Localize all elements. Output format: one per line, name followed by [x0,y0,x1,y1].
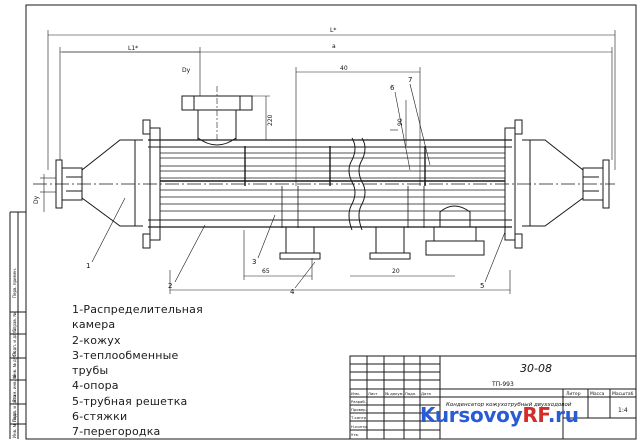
legend-line: 1-Распределительная [72,303,203,316]
legend-line: трубы [72,364,109,378]
tb-row-doc: № докум. [385,391,404,396]
leader-label-3: 3 [252,258,256,266]
dimension-lines [40,30,616,294]
sheet-frame [25,4,637,440]
parts-legend: 1-Распределительная камера 2-кожух 3-теп… [72,302,272,440]
break-line-left [348,137,356,231]
dim-overall-length: L* [330,27,336,34]
watermark-logo: KursovoyRF.ru [420,403,579,427]
tb-row-date: Дата [421,391,431,396]
dim-height-1: 220 [267,114,274,126]
tb-row-prover: Провер. [351,407,367,412]
dim-between: a [332,43,336,50]
distribution-chamber-left [55,139,143,227]
legend-line: 7-перегородка [72,425,161,439]
legend-line: 6-стяжки [72,410,128,424]
watermark-part1: Kursovoy [420,403,523,427]
tb-row-razrab: Разраб. [351,399,366,404]
strip-label-2: Справ. № [12,313,17,332]
leader-lines [91,83,506,289]
legend-line: 5-трубная решетка [72,394,188,408]
legend-line: камера [72,318,116,332]
strip-label-6: Подп. и дата [12,394,17,422]
strip-label-4: Инв. № дубл. [12,351,17,378]
condensate-drain [425,205,485,256]
dim-height-4: 20 [392,268,400,275]
drawing-scale: 1:4 [618,407,628,414]
sheet-mass-label: Масса [590,391,605,397]
watermark-part2: RF [522,403,548,427]
tube-sheet-left [149,127,161,241]
outlet-nozzle-middle [369,226,411,260]
drawing-title: Конденсатор кожухотрубный двухходовой [446,402,572,408]
tb-row-sign: Подп. [405,391,417,396]
break-line-right [358,137,366,231]
leader-label-6: 6 [390,84,395,92]
tb-row-izm: Изм. [351,391,360,396]
support-right [407,186,425,228]
drawing-designation: 30-08 [520,362,552,375]
tb-row-nkontr: Н.контр. [351,424,368,429]
legend-line: 2-кожух [72,333,121,347]
tube-bundle [160,152,505,212]
distribution-chamber-right [522,139,610,227]
tube-sheet-right [504,127,516,241]
strip-label-7: Инв. № подл. [12,410,17,438]
dim-height-2: 90 [397,118,404,126]
support-left [281,186,299,228]
strip-label-1: Перв. примен. [12,268,17,298]
watermark-part3: .ru [547,403,579,427]
leader-label-7: 7 [408,76,412,84]
dim-height-3: 65 [262,268,270,275]
strip-label-3: Подп. и дата [12,328,17,356]
legend-line: 3-теплообменные [72,348,179,362]
outlet-nozzle-left [279,226,321,260]
tb-row-list: Лист [368,391,378,396]
dim-nozzle: Dy [182,67,191,74]
leader-label-2: 2 [168,282,172,290]
legend-line: 4-опора [72,379,119,393]
leader-label-1: 1 [86,262,90,270]
strip-label-5: Взам. инв. № [12,375,17,402]
inlet-nozzle [181,86,253,146]
dim-nozzle-left: Dy [33,195,40,204]
dim-pitch: 40 [340,65,348,72]
sheet-scale-label: Масштаб [612,391,634,397]
sheet-lit-label: Литер [566,391,581,397]
leader-label-4: 4 [290,288,295,296]
dim-left-part: L1* [128,45,138,52]
tb-row-tkontr: Т.контр. [350,415,367,420]
leader-label-5: 5 [480,282,484,290]
tb-row-utv: Утв. [351,432,359,437]
drawing-sub-designation: ТП-993 [491,381,514,388]
